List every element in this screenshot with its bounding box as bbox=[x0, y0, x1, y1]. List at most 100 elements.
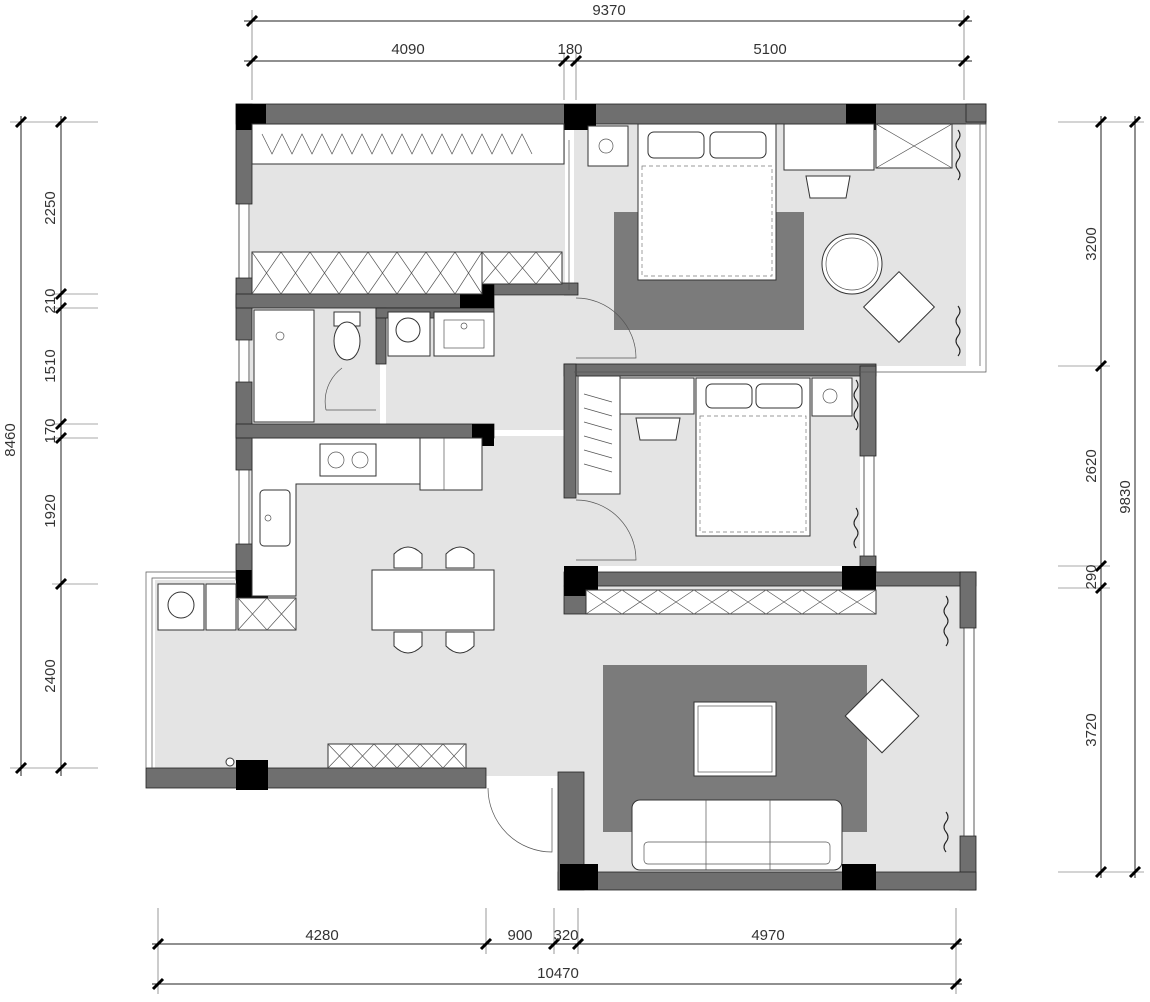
drain-icon bbox=[225, 757, 235, 767]
dim-bottom-door: 900 bbox=[507, 927, 532, 944]
balcony-cabinet bbox=[205, 583, 237, 631]
entry-door bbox=[487, 787, 553, 853]
dim-right-3: 290 bbox=[1083, 564, 1100, 589]
window-bedroom2 bbox=[863, 455, 875, 557]
pillow bbox=[755, 383, 803, 409]
wall-bedroom2-right bbox=[859, 365, 877, 457]
toilet-bowl-icon bbox=[333, 321, 361, 361]
storage-cabinets bbox=[251, 123, 570, 295]
dim-left-6: 2400 bbox=[42, 659, 59, 692]
bath-door bbox=[324, 367, 376, 411]
dim-bottom-total: 10470 bbox=[537, 965, 579, 982]
dining-chair bbox=[445, 546, 475, 569]
second-bedroom bbox=[575, 375, 859, 561]
column bbox=[236, 760, 268, 790]
tv-cabinet bbox=[585, 589, 877, 615]
wall-living-right-upper bbox=[959, 571, 977, 629]
dim-top-right: 5100 bbox=[753, 41, 786, 58]
windows bbox=[145, 123, 987, 837]
dining-chair bbox=[445, 631, 475, 654]
pillow bbox=[647, 131, 705, 159]
nightstand bbox=[587, 125, 629, 167]
dimension-labels: 9370 4090 180 5100 4280 900 320 4970 104… bbox=[2, 2, 1134, 982]
cabinet-cross bbox=[481, 251, 563, 285]
window-bath bbox=[238, 339, 250, 383]
wall-living-bottom bbox=[557, 871, 977, 891]
duvet bbox=[699, 415, 807, 533]
sofa bbox=[631, 799, 843, 871]
kitchen-sink bbox=[259, 489, 291, 547]
master-door bbox=[575, 297, 637, 359]
desk bbox=[619, 377, 695, 415]
curtain bbox=[853, 379, 859, 549]
round-table bbox=[821, 233, 883, 295]
wardrobe bbox=[577, 375, 621, 495]
curtain bbox=[943, 595, 949, 853]
dryer-drum-icon bbox=[167, 591, 195, 619]
shower-tray bbox=[253, 309, 315, 423]
burner-icon bbox=[327, 451, 345, 469]
dim-top-left: 4090 bbox=[391, 41, 424, 58]
hangers bbox=[261, 133, 533, 155]
sofa-seat bbox=[643, 841, 831, 865]
cabinet-cross bbox=[327, 743, 466, 769]
dining-chair bbox=[393, 631, 423, 654]
bathroom-fixtures bbox=[253, 309, 495, 423]
wall-bath-kitchen bbox=[235, 423, 495, 439]
master-balcony-inner bbox=[972, 123, 981, 366]
dim-right-1: 3200 bbox=[1083, 227, 1100, 260]
wall-master-right-top bbox=[965, 103, 987, 123]
round-table-inner bbox=[825, 237, 879, 291]
washer-drum-icon bbox=[395, 317, 421, 343]
desk-chair bbox=[635, 417, 681, 441]
cooktop bbox=[319, 443, 377, 477]
cabinet-cross bbox=[875, 123, 953, 169]
balcony-cabinet bbox=[237, 597, 297, 631]
cabinet-cross bbox=[585, 589, 877, 615]
faucet-icon bbox=[460, 322, 468, 330]
dim-top-mid: 180 bbox=[557, 41, 582, 58]
dim-bottom-right: 4970 bbox=[751, 927, 784, 944]
dim-right-2: 2620 bbox=[1083, 449, 1100, 482]
dim-left-2: 210 bbox=[42, 288, 59, 313]
dim-left-4: 170 bbox=[42, 418, 59, 443]
wall-storage-hall bbox=[493, 282, 579, 296]
pillow bbox=[709, 131, 767, 159]
dim-top-total: 9370 bbox=[592, 2, 625, 19]
dim-bottom-mid: 320 bbox=[553, 927, 578, 944]
dining bbox=[157, 546, 553, 853]
faucet-icon bbox=[264, 514, 272, 522]
armchair bbox=[844, 678, 920, 754]
wall-bedrooms bbox=[563, 363, 877, 377]
dim-right-total: 9830 bbox=[1117, 480, 1134, 513]
kitchen bbox=[251, 437, 483, 597]
dining-table bbox=[371, 569, 495, 631]
storage-cabinet-small bbox=[481, 251, 563, 285]
hangers bbox=[583, 393, 613, 473]
shoe-cabinet bbox=[327, 743, 467, 769]
dining-chair bbox=[393, 546, 423, 569]
dining-balcony-inner bbox=[151, 577, 236, 768]
armchair bbox=[862, 270, 936, 344]
lamp-icon bbox=[822, 388, 838, 404]
dim-left-total: 8460 bbox=[2, 423, 19, 456]
master-bedroom bbox=[575, 123, 961, 359]
pillow bbox=[705, 383, 753, 409]
wall-living-top bbox=[563, 571, 977, 587]
laundry-sink bbox=[433, 311, 495, 357]
dim-left-3: 1510 bbox=[42, 349, 59, 382]
wall-dining-bottom bbox=[145, 767, 487, 789]
hanging-wardrobe bbox=[251, 123, 565, 165]
window-storage bbox=[238, 203, 250, 279]
coffee-table-inner bbox=[697, 705, 773, 773]
lamp-icon bbox=[598, 138, 614, 154]
nightstand bbox=[811, 377, 853, 417]
storage-cabinet bbox=[251, 251, 483, 295]
drain-icon bbox=[275, 331, 285, 341]
bedroom2-door bbox=[575, 499, 637, 561]
column bbox=[842, 864, 876, 890]
window-kitchen bbox=[238, 469, 250, 545]
cabinet-cross bbox=[251, 251, 483, 295]
dim-bottom-left: 4280 bbox=[305, 927, 338, 944]
